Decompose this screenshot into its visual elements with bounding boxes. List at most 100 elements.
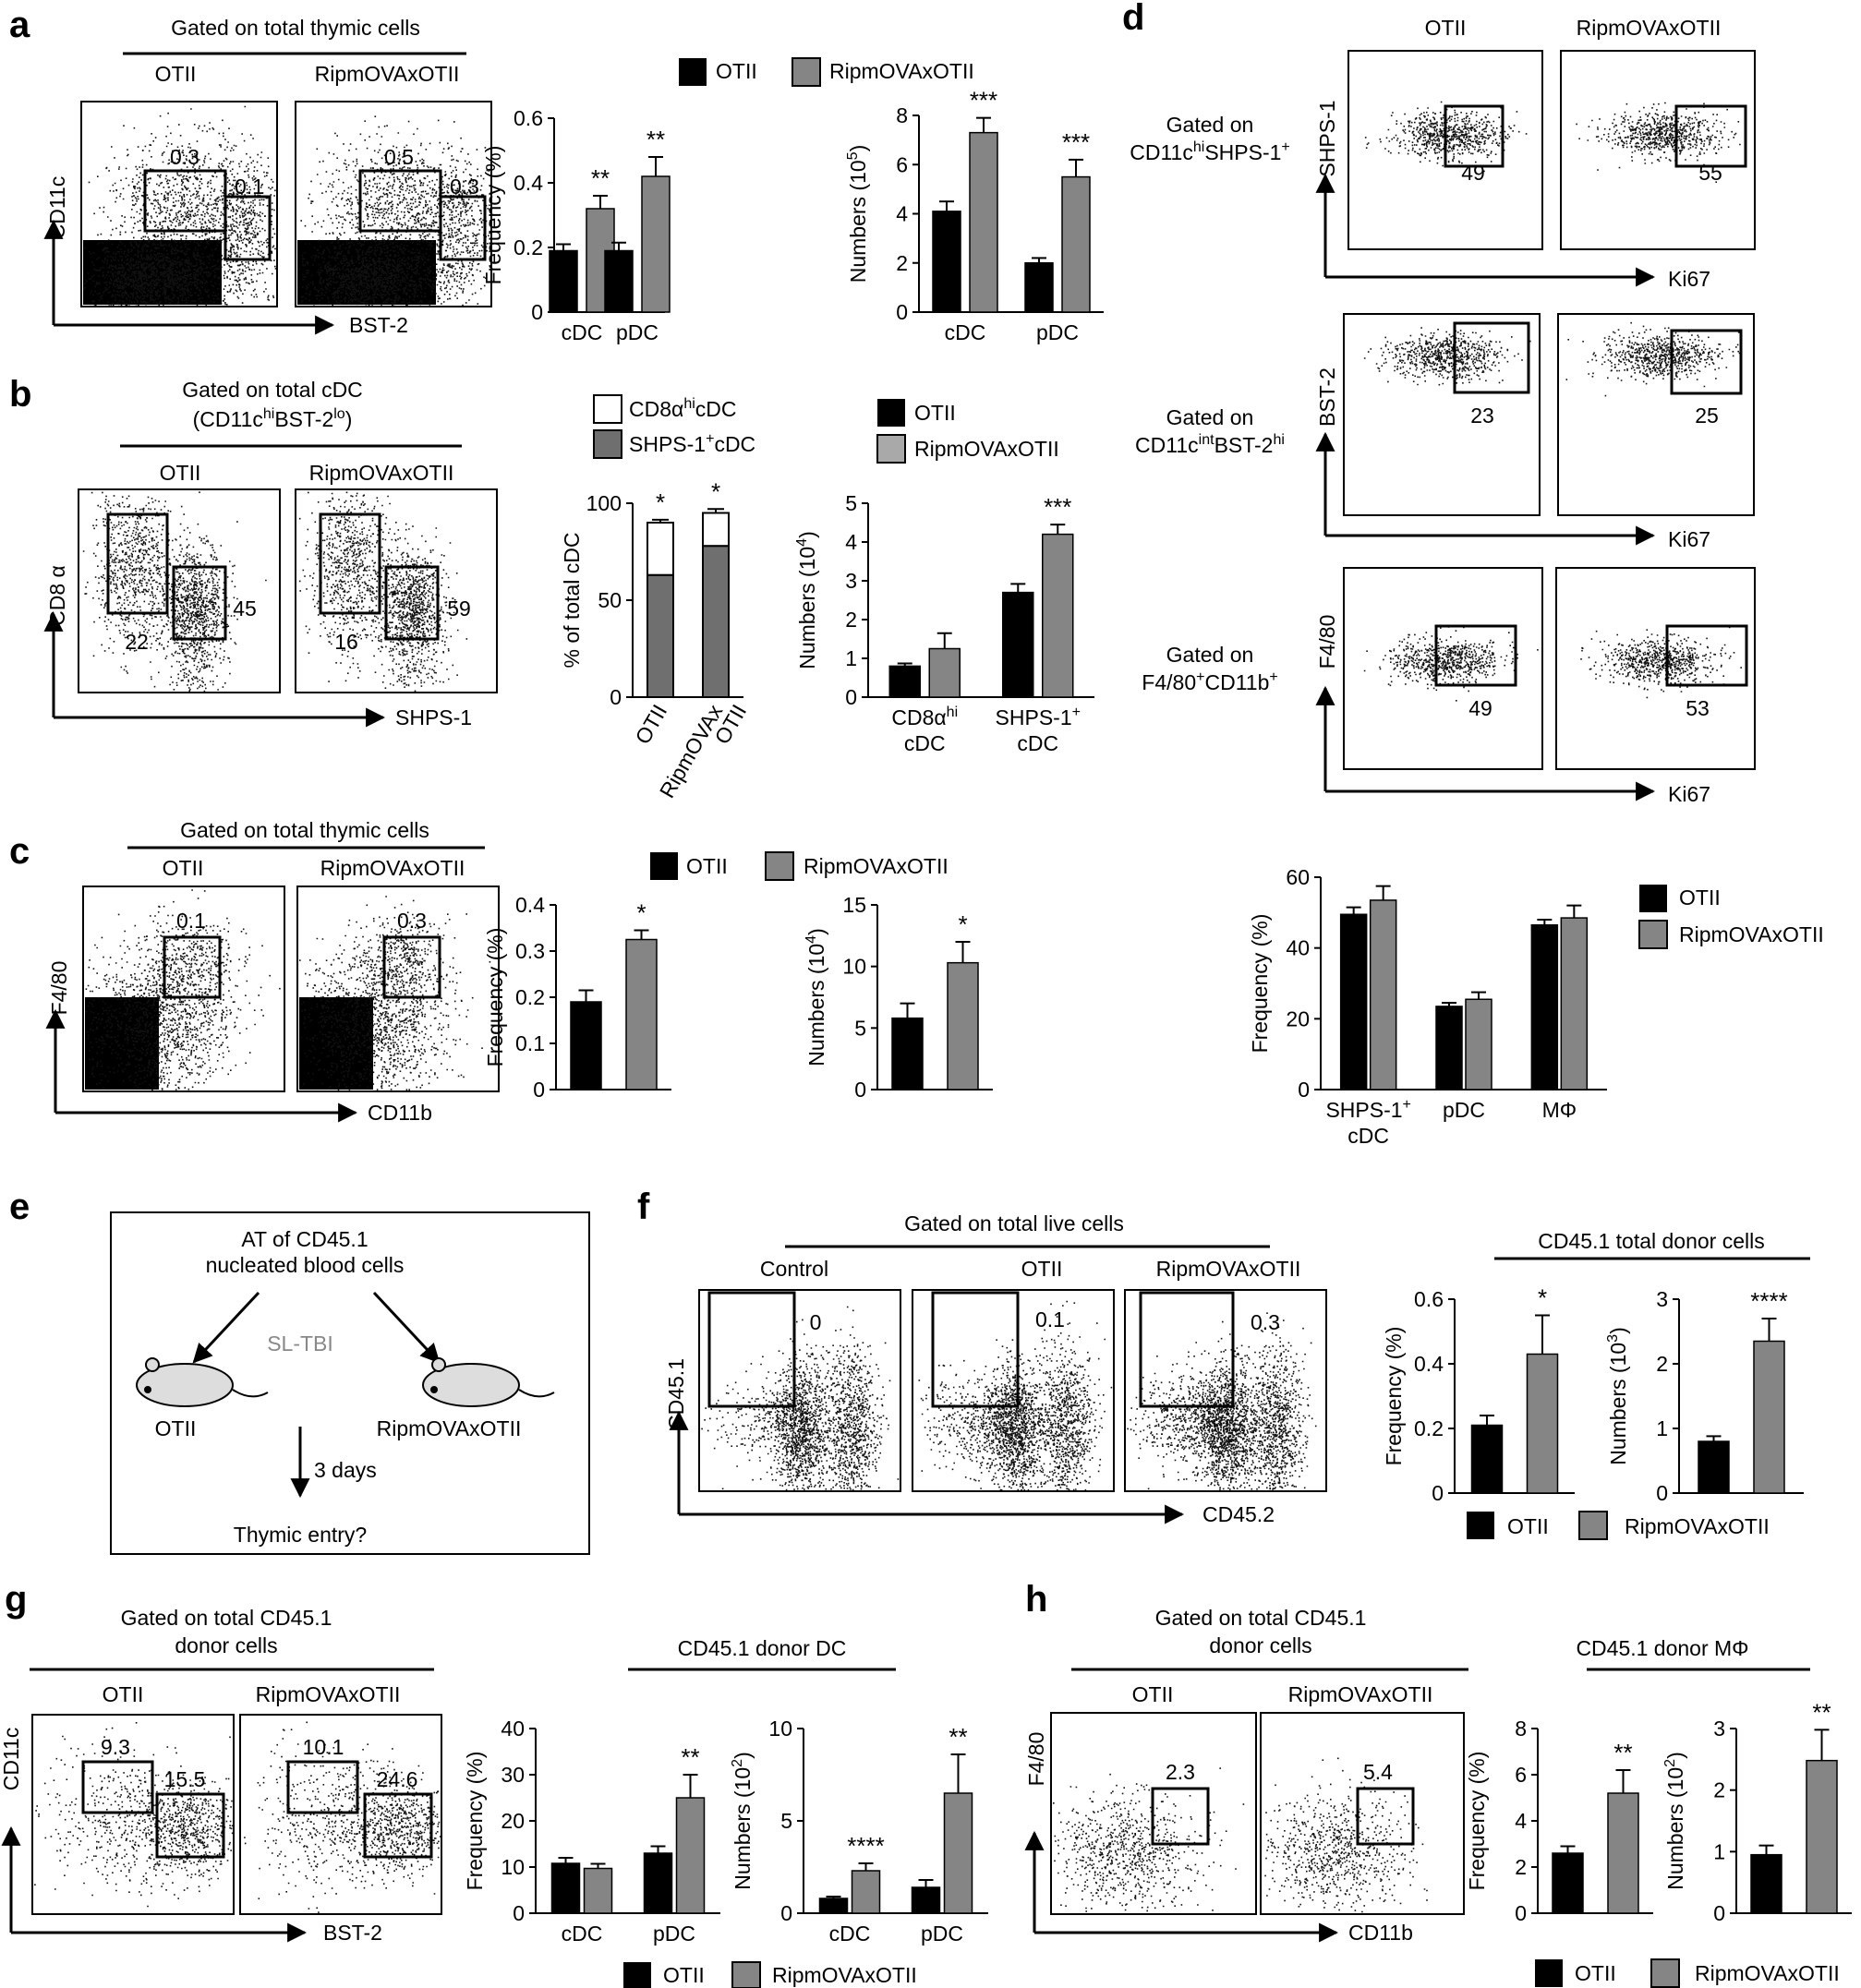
b-legend-swatch-otii: [877, 399, 905, 427]
f-flow-plot-ripm: [1124, 1289, 1327, 1492]
h-col-ripm: RipmOVAxOTII: [1288, 1682, 1433, 1706]
g-col-ripm: RipmOVAxOTII: [256, 1682, 401, 1706]
a-legend-swatch-otii: [679, 58, 707, 86]
h-chart-title: CD45.1 donor MΦ: [1576, 1636, 1748, 1660]
y-tick-label: 10: [842, 955, 866, 979]
e-time: 3 days: [314, 1458, 377, 1482]
b-gate-title-1: Gated on total cDC: [182, 378, 363, 402]
d-gate-title: Gated on: [1166, 113, 1254, 137]
h-gate-value: 5.4: [1363, 1760, 1393, 1784]
panel-label-f: f: [637, 1187, 650, 1227]
c-gate-value: 0.3: [397, 909, 427, 933]
b-col-ripm: RipmOVAxOTII: [309, 461, 454, 485]
y-tick-label: 0: [531, 300, 543, 324]
g-flow-plot-otii: [31, 1714, 235, 1915]
d-gate-value: 49: [1468, 696, 1492, 720]
d-y-axis-label: BST-2: [1315, 367, 1339, 427]
bar: [1465, 998, 1492, 1090]
f-x-axis-label: CD45.2: [1202, 1502, 1275, 1526]
panel-label-h: h: [1025, 1579, 1047, 1620]
bar: [947, 961, 979, 1090]
f-legend-otii: OTII: [1507, 1514, 1549, 1538]
y-tick-label: 5: [845, 491, 857, 515]
significance-label: **: [591, 164, 610, 192]
significance-label: **: [647, 126, 665, 153]
g-chart-title: CD45.1 donor DC: [678, 1636, 847, 1660]
d-gate-title: CD11chiSHPS-1+: [1130, 139, 1290, 164]
b-legend-swatch-shps: [593, 429, 622, 459]
c-col-otii: OTII: [163, 856, 204, 880]
d-flow-plot-otii: [1347, 50, 1543, 250]
b-gate-title-2: (CD11chiBST-2lo): [193, 406, 353, 431]
y-tick-label: 0: [780, 1901, 792, 1925]
bar: [969, 131, 998, 313]
d-gate-value: 53: [1686, 696, 1710, 720]
g-legend-ripm: RipmOVAxOTII: [772, 1963, 917, 1987]
e-arrow-right: [372, 1291, 441, 1364]
g-gate-value: 10.1: [303, 1735, 344, 1759]
b-legend-swatch-ripm: [876, 434, 906, 464]
d-col-ripm: RipmOVAxOTII: [1577, 16, 1722, 40]
category-label: cDC: [562, 320, 603, 344]
d-x-axis-label: Ki67: [1668, 527, 1710, 551]
bar: [851, 1870, 881, 1914]
bar: [1560, 917, 1589, 1090]
d-gate-box: [1434, 624, 1517, 687]
category-label: cDC: [945, 320, 986, 344]
bar: [604, 249, 634, 313]
y-axis-label: Numbers (104): [804, 928, 828, 1066]
flow-dots: [1188, 1320, 1287, 1490]
f-flow-plot-control: [698, 1289, 901, 1492]
g-gate-box-pdc-otii: [155, 1792, 225, 1859]
e-question: Thymic entry?: [234, 1523, 367, 1547]
y-tick-label: 100: [586, 491, 622, 515]
y-tick-label: 10: [768, 1717, 792, 1741]
b-gate-value: 59: [447, 596, 471, 620]
h-x-axis-label: CD11b: [1348, 1921, 1413, 1945]
y-tick-label: 10: [501, 1855, 525, 1879]
b-flow-plot-otii: [78, 488, 281, 693]
g-col-otii: OTII: [103, 1682, 144, 1706]
g-gate-title-1: Gated on total CD45.1: [121, 1606, 332, 1630]
bar: [932, 211, 961, 313]
bar: [625, 938, 658, 1090]
h-gate-box-ripm: [1356, 1787, 1415, 1846]
b-x-axis-label: SHPS-1: [395, 705, 472, 729]
bar: [550, 1862, 581, 1914]
category-label: pDC: [616, 320, 659, 344]
y-tick-label: 15: [842, 893, 866, 917]
g-legend-swatch-ripm: [731, 1961, 761, 1988]
y-tick-label: 2: [1713, 1778, 1725, 1802]
flow-dots: [1363, 625, 1539, 702]
b-legend-cd8: CD8αhicDC: [629, 396, 737, 421]
e-schematic-box: [110, 1211, 590, 1555]
f-gate-title: Gated on total live cells: [904, 1211, 1124, 1235]
bar: [818, 1898, 849, 1914]
f-col-otii: OTII: [1021, 1257, 1063, 1281]
y-tick-label: 0: [533, 1078, 545, 1102]
category-label: SHPS-1+: [1325, 1097, 1410, 1122]
d-gate-box: [1453, 321, 1530, 394]
y-tick-label: 4: [845, 530, 857, 554]
bar: [1369, 899, 1397, 1090]
a-gate-title: Gated on total thymic cells: [171, 16, 420, 40]
d-gate-value: 55: [1698, 161, 1722, 185]
y-tick-label: 0.2: [1414, 1416, 1444, 1440]
f-gate-value: 0.1: [1035, 1307, 1065, 1331]
flow-dots: [82, 491, 200, 681]
y-axis-label: Numbers (103): [1605, 1327, 1630, 1465]
bar: [891, 1017, 924, 1090]
b-y-axis-label: CD8 α: [45, 565, 69, 626]
d-gate-title: CD11cintBST-2hi: [1135, 432, 1285, 457]
flow-dots: [1023, 1300, 1113, 1491]
y-axis-label: Frequency (%): [463, 1752, 487, 1891]
flow-dots: [187, 105, 277, 306]
y-tick-label: 40: [1286, 936, 1310, 960]
bar: [675, 1797, 706, 1914]
h-col-otii: OTII: [1132, 1682, 1174, 1706]
bar: [641, 175, 671, 313]
